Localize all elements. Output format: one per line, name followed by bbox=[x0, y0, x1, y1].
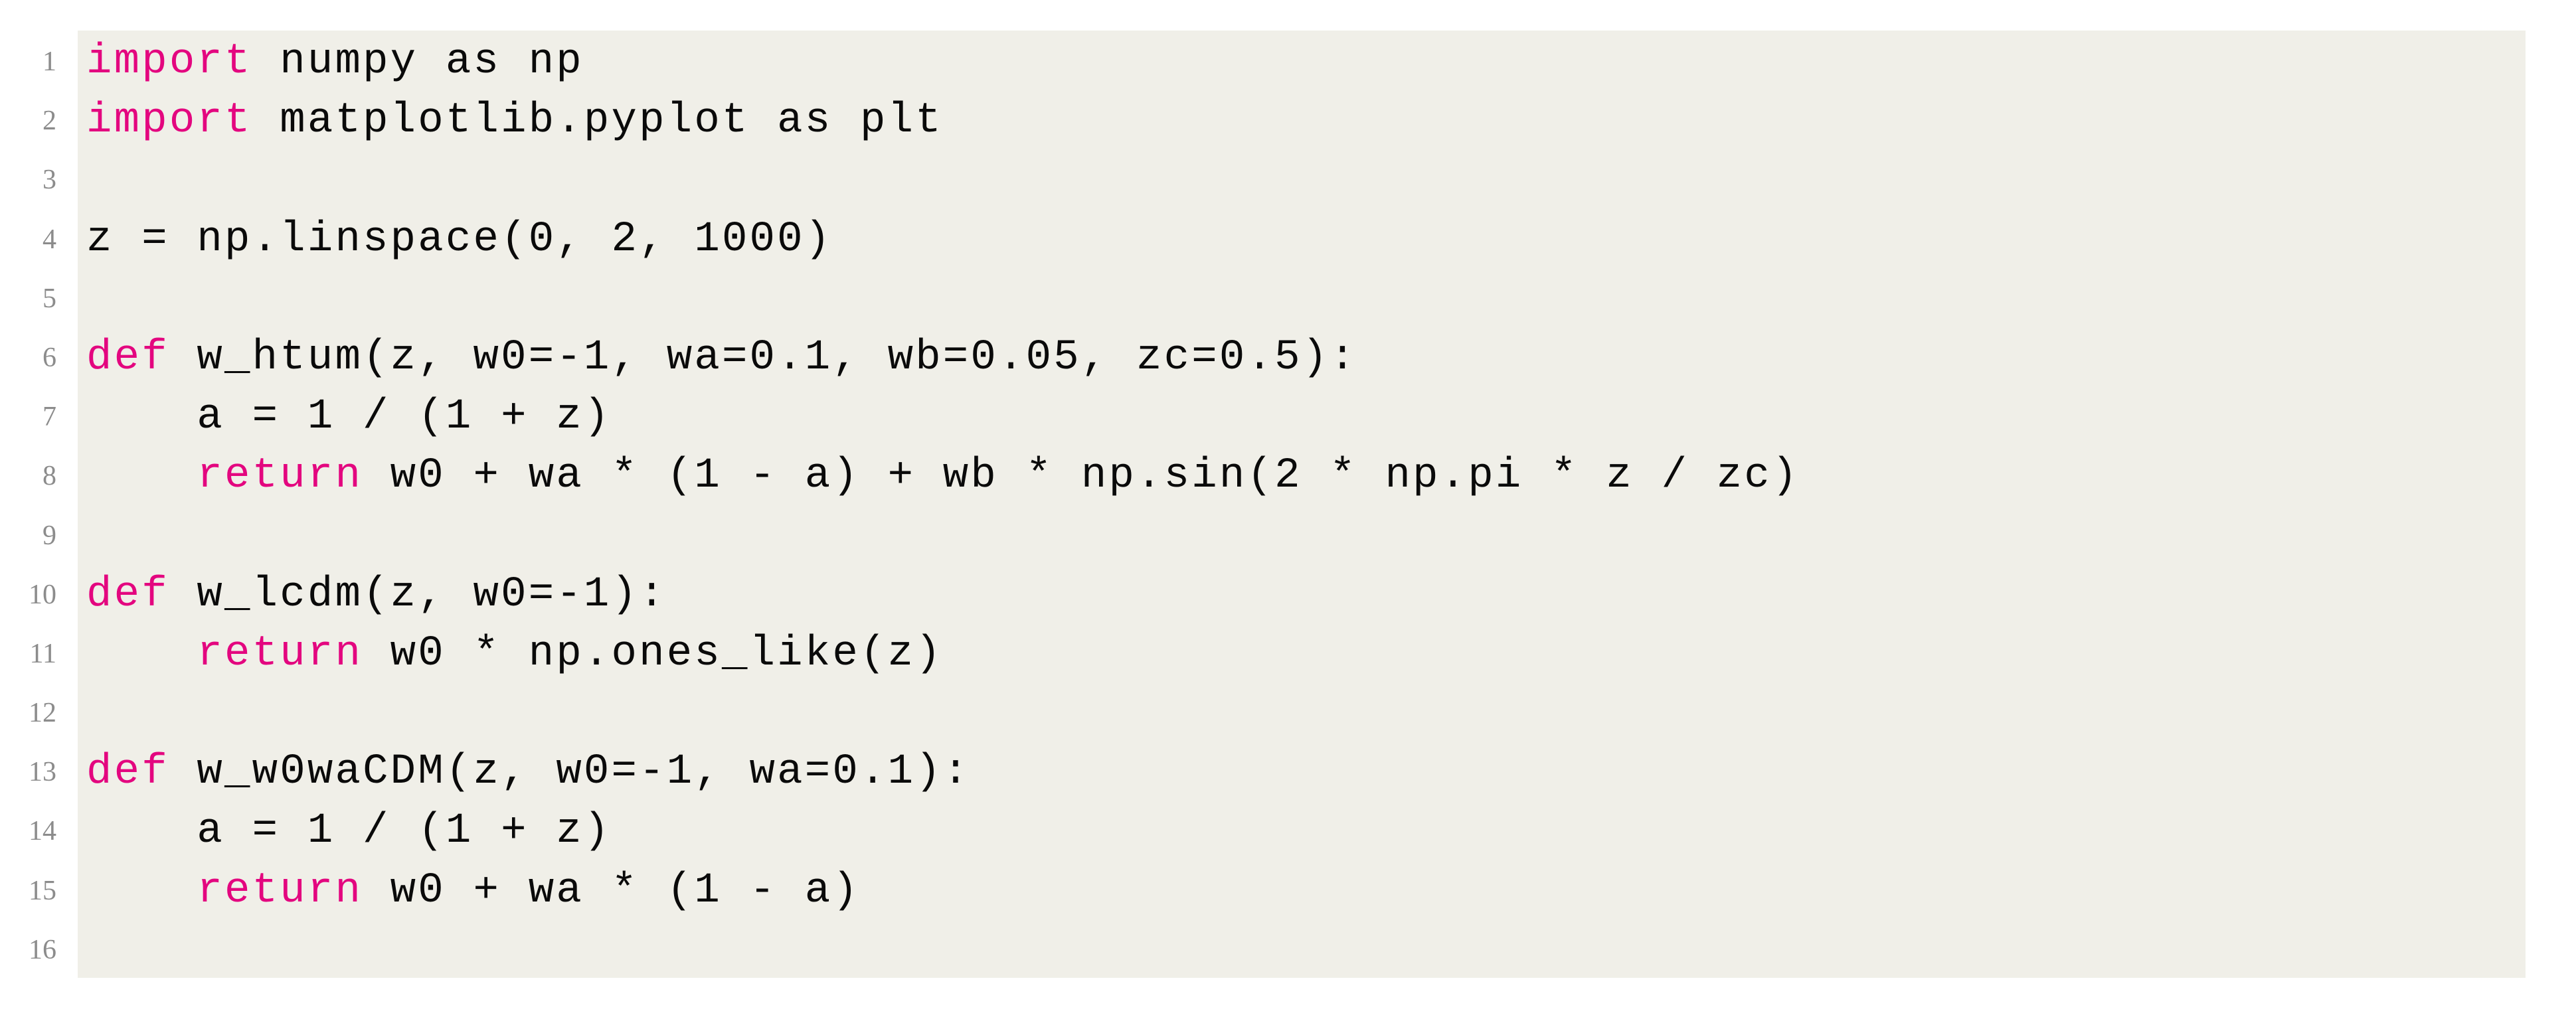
line-number: 7 bbox=[43, 402, 56, 433]
code-line: z = np.linspace(0, 2, 1000) bbox=[78, 210, 2526, 270]
line-number: 2 bbox=[43, 106, 56, 137]
line-number: 15 bbox=[29, 875, 56, 906]
code-token: z = np.linspace(0, 2, 1000) bbox=[86, 215, 833, 264]
line-number: 10 bbox=[29, 579, 56, 610]
code-token: matplotlib.pyplot as plt bbox=[252, 97, 943, 145]
code-token: w_htum(z, w0=-1, wa=0.1, wb=0.05, zc=0.5… bbox=[169, 333, 1357, 382]
keyword-token: return bbox=[197, 866, 363, 915]
code-line bbox=[78, 151, 2526, 210]
code-line: a = 1 / (1 + z) bbox=[78, 388, 2526, 447]
code-line bbox=[78, 921, 2526, 980]
keyword-token: return bbox=[197, 452, 363, 501]
code-token: numpy as np bbox=[252, 38, 584, 86]
code-line: def w_lcdm(z, w0=-1): bbox=[78, 566, 2526, 625]
code-token: w_lcdm(z, w0=-1): bbox=[169, 570, 667, 619]
code-token: w0 + wa * (1 - a) + wb * np.sin(2 * np.p… bbox=[363, 452, 1800, 501]
line-number: 9 bbox=[43, 520, 56, 551]
line-number: 1 bbox=[43, 46, 56, 77]
keyword-token: def bbox=[86, 570, 169, 619]
code-token: w0 * np.ones_like(z) bbox=[363, 629, 943, 678]
line-number: 16 bbox=[29, 934, 56, 965]
keyword-token: import bbox=[86, 38, 252, 86]
keyword-token: def bbox=[86, 748, 169, 797]
code-token bbox=[86, 630, 197, 678]
code-line: a = 1 / (1 + z) bbox=[78, 802, 2526, 861]
line-number: 3 bbox=[43, 165, 56, 196]
line-number: 11 bbox=[29, 638, 56, 669]
code-line: import numpy as np bbox=[78, 33, 2526, 92]
code-line bbox=[78, 684, 2526, 743]
code-line: return w0 * np.ones_like(z) bbox=[78, 625, 2526, 684]
line-number: 14 bbox=[29, 816, 56, 847]
line-number: 4 bbox=[43, 224, 56, 255]
code-line: def w_htum(z, w0=-1, wa=0.1, wb=0.05, zc… bbox=[78, 329, 2526, 388]
code-token: a = 1 / (1 + z) bbox=[86, 807, 612, 856]
line-number: 8 bbox=[43, 461, 56, 492]
code-line: def w_w0waCDM(z, w0=-1, wa=0.1): bbox=[78, 743, 2526, 802]
line-number: 12 bbox=[29, 698, 56, 729]
code-token: a = 1 / (1 + z) bbox=[86, 393, 612, 441]
code-line bbox=[78, 507, 2526, 566]
keyword-token: def bbox=[86, 333, 169, 382]
code-token: w0 + wa * (1 - a) bbox=[363, 866, 860, 915]
keyword-token: import bbox=[86, 97, 252, 145]
keyword-token: return bbox=[197, 629, 363, 678]
code-line bbox=[78, 270, 2526, 329]
line-number: 5 bbox=[43, 283, 56, 314]
code-line: return w0 + wa * (1 - a) bbox=[78, 862, 2526, 921]
line-number: 13 bbox=[29, 757, 56, 788]
code-token bbox=[86, 452, 197, 500]
code-token: w_w0waCDM(z, w0=-1, wa=0.1): bbox=[169, 748, 971, 797]
code-token bbox=[86, 867, 197, 915]
line-number: 6 bbox=[43, 342, 56, 373]
code-line: return w0 + wa * (1 - a) + wb * np.sin(2… bbox=[78, 447, 2526, 506]
code-line: import matplotlib.pyplot as plt bbox=[78, 92, 2526, 151]
